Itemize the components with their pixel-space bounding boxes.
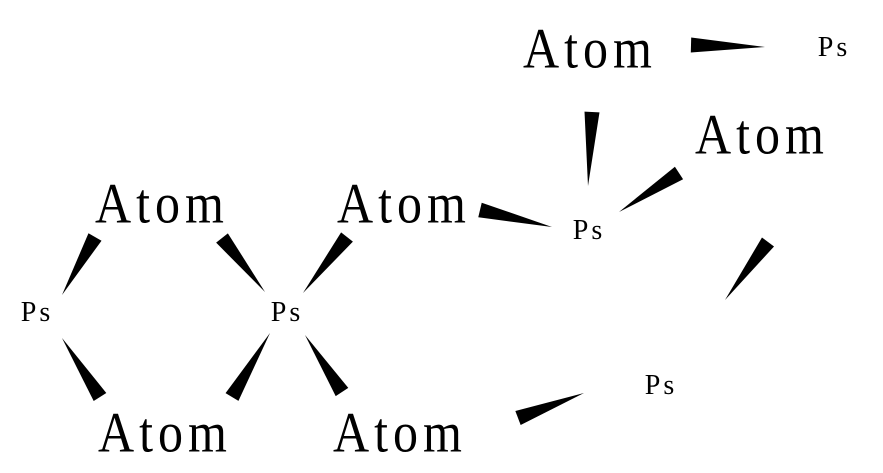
node-atom-left-top: Atom xyxy=(95,170,229,236)
node-ps-left: Ps xyxy=(20,297,54,328)
wedge-bond-4 xyxy=(478,202,552,227)
wedge-bond-6 xyxy=(216,233,265,292)
node-atom-mid-top: Atom xyxy=(337,170,471,236)
node-atom-left-bottom: Atom xyxy=(98,399,232,465)
node-ps-bottom-right: Ps xyxy=(644,370,678,401)
wedge-bond-12 xyxy=(515,393,584,426)
node-atom-mid-bottom: Atom xyxy=(333,399,467,465)
wedge-bond-7 xyxy=(303,232,353,293)
node-ps-center: Ps xyxy=(572,215,606,246)
wedge-bond-10 xyxy=(225,333,270,401)
wedge-bond-3 xyxy=(619,166,684,212)
wedge-bond-2 xyxy=(584,111,600,186)
node-ps-top-right: Ps xyxy=(817,32,851,63)
wedge-bond-5 xyxy=(62,233,102,295)
node-atom-top: Atom xyxy=(523,15,657,81)
wedge-bond-8 xyxy=(725,237,775,300)
node-ps-mid: Ps xyxy=(270,297,304,328)
node-atom-right: Atom xyxy=(695,101,829,167)
wedge-bond-9 xyxy=(62,338,107,402)
wedge-bond-11 xyxy=(305,335,349,397)
wedge-bond-1 xyxy=(690,37,765,53)
